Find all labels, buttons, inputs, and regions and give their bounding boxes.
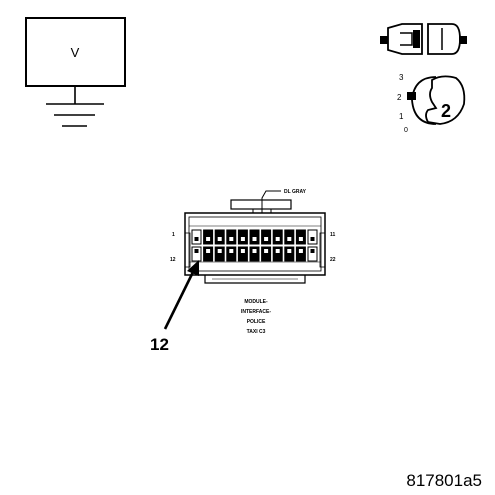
ignition-position-1: 1 xyxy=(399,112,404,121)
pin-cavity xyxy=(295,246,306,262)
pin-terminal xyxy=(206,249,211,253)
pin-cavity xyxy=(191,246,202,262)
pin-terminal xyxy=(206,237,211,241)
pin-terminal xyxy=(240,249,245,253)
ignition-selected: 2 xyxy=(441,101,451,121)
pin-terminal xyxy=(194,249,199,253)
pin-cavity xyxy=(284,246,295,262)
wire-color-label: DL GRAY xyxy=(284,189,307,195)
pin-cavity xyxy=(237,246,248,262)
ignition-pointer xyxy=(407,92,416,100)
pin-terminal xyxy=(310,237,315,241)
pin-terminal xyxy=(298,249,303,253)
pin-terminal xyxy=(194,237,199,241)
pin-terminal xyxy=(275,249,280,253)
pin-terminal xyxy=(264,237,269,241)
callout-pin-number: 12 xyxy=(150,335,169,354)
ignition-position-3: 3 xyxy=(399,73,404,82)
ignition-position-0: 0 xyxy=(404,127,408,134)
pin-label-12: 12 xyxy=(170,257,176,263)
pin-cavity xyxy=(261,246,272,262)
ignition-position-2: 2 xyxy=(397,93,402,102)
voltmeter-symbol: V xyxy=(25,17,126,127)
pin-terminal xyxy=(275,237,280,241)
pin-cavity xyxy=(272,246,283,262)
pin-label-11: 11 xyxy=(330,232,336,238)
connector-name: MODULE- INTERFACE- POLICE TAXI C3 xyxy=(241,299,271,335)
pin-cavity xyxy=(214,246,225,262)
pin-label-1: 1 xyxy=(172,232,175,238)
connector-name-line-2: INTERFACE- xyxy=(241,309,271,315)
pin-terminal xyxy=(217,237,222,241)
pin-terminal xyxy=(264,249,269,253)
pin-terminal xyxy=(229,249,234,253)
pin-label-22: 22 xyxy=(330,257,336,263)
pin-cavity xyxy=(226,246,237,262)
figure-id: 817801a5 xyxy=(406,471,482,490)
pin-cavity xyxy=(249,246,260,262)
voltmeter-label: V xyxy=(71,45,80,60)
pin-terminal xyxy=(287,237,292,241)
pin-callout: 12 xyxy=(150,260,199,354)
connector-pins xyxy=(191,229,318,262)
connector-name-line-1: MODULE- xyxy=(244,299,268,305)
pin-terminal xyxy=(240,237,245,241)
connector-name-line-4: TAXI C3 xyxy=(247,329,266,335)
pin-terminal xyxy=(310,249,315,253)
pin-terminal xyxy=(217,249,222,253)
connector-face: DL GRAY 1 11 12 22 xyxy=(170,189,336,284)
pin-terminal xyxy=(298,237,303,241)
pin-cavity xyxy=(307,246,318,262)
callout-arrowhead-icon xyxy=(187,260,199,276)
pin-terminal xyxy=(287,249,292,253)
pin-terminal xyxy=(252,249,257,253)
connector-name-line-3: POLICE xyxy=(247,319,266,325)
connector-plug-icon xyxy=(380,23,467,55)
ignition-switch-icon: 3 2 1 0 2 xyxy=(397,73,466,134)
ground-icon xyxy=(46,103,104,127)
pin-cavity xyxy=(203,246,214,262)
pin-terminal xyxy=(252,237,257,241)
pin-terminal xyxy=(229,237,234,241)
